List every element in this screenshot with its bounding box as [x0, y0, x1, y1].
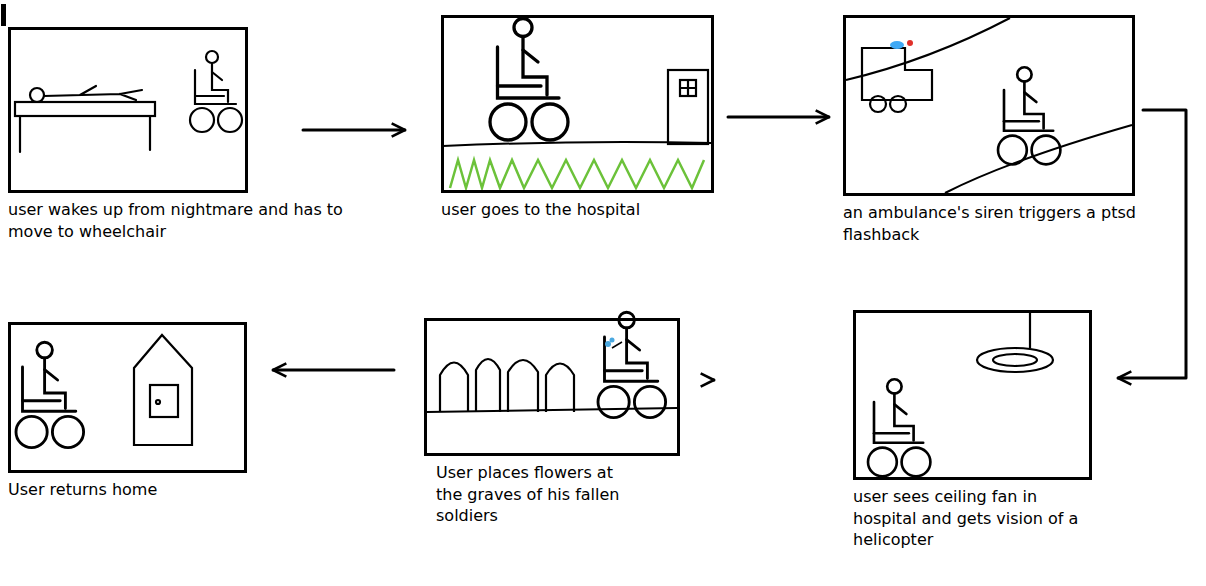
- ground-line: [427, 408, 677, 412]
- panel-frame: [441, 15, 714, 193]
- ambulance: [862, 48, 932, 112]
- panel-caption: User places flowers at the graves of his…: [436, 462, 626, 527]
- wheelchair-figure: [868, 379, 930, 476]
- storyboard-panel: user sees ceiling fan in hospital and ge…: [853, 310, 1092, 551]
- panel-caption: user sees ceiling fan in hospital and ge…: [853, 486, 1093, 551]
- flow-arrow: [713, 379, 714, 382]
- panel-caption: user goes to the hospital: [441, 199, 721, 221]
- road-edge: [945, 125, 1132, 193]
- wheelchair-figure: [490, 19, 568, 141]
- flow-arrow: [1118, 110, 1186, 378]
- storyboard-panel: user wakes up from nightmare and has to …: [8, 27, 248, 242]
- wheelchair-figure: [16, 342, 84, 447]
- storyboard-panel: user goes to the hospital: [441, 15, 714, 221]
- siren-light: [890, 41, 904, 49]
- siren-light: [907, 40, 913, 46]
- flow-arrow: [303, 129, 405, 132]
- door: [668, 70, 708, 144]
- panel-frame: [853, 310, 1092, 480]
- ceiling-fan: [977, 313, 1053, 372]
- flow-arrow: [273, 369, 394, 372]
- house: [134, 335, 192, 445]
- panel-caption: user wakes up from nightmare and has to …: [8, 199, 348, 242]
- wheelchair-figure: [598, 312, 666, 417]
- panel-frame: [843, 15, 1135, 196]
- wheelchair-figure: [998, 67, 1060, 164]
- panel-caption: an ambulance's siren triggers a ptsd fla…: [843, 202, 1138, 245]
- panel-frame: [424, 318, 680, 456]
- panel-frame: [8, 322, 247, 473]
- panel-frame: [8, 27, 248, 193]
- panel-caption: User returns home: [8, 479, 228, 501]
- corner-mark: [1, 4, 6, 26]
- grass: [450, 160, 704, 188]
- graves: [440, 359, 574, 412]
- storyboard-panel: User returns home: [8, 322, 247, 501]
- flow-arrow: [728, 116, 829, 119]
- storyboard-panel: an ambulance's siren triggers a ptsd fla…: [843, 15, 1135, 245]
- wheelchair-figure: [190, 51, 242, 132]
- bed-scene: [15, 86, 155, 152]
- storyboard-panel: User places flowers at the graves of his…: [424, 318, 680, 527]
- flowers: [605, 338, 622, 349]
